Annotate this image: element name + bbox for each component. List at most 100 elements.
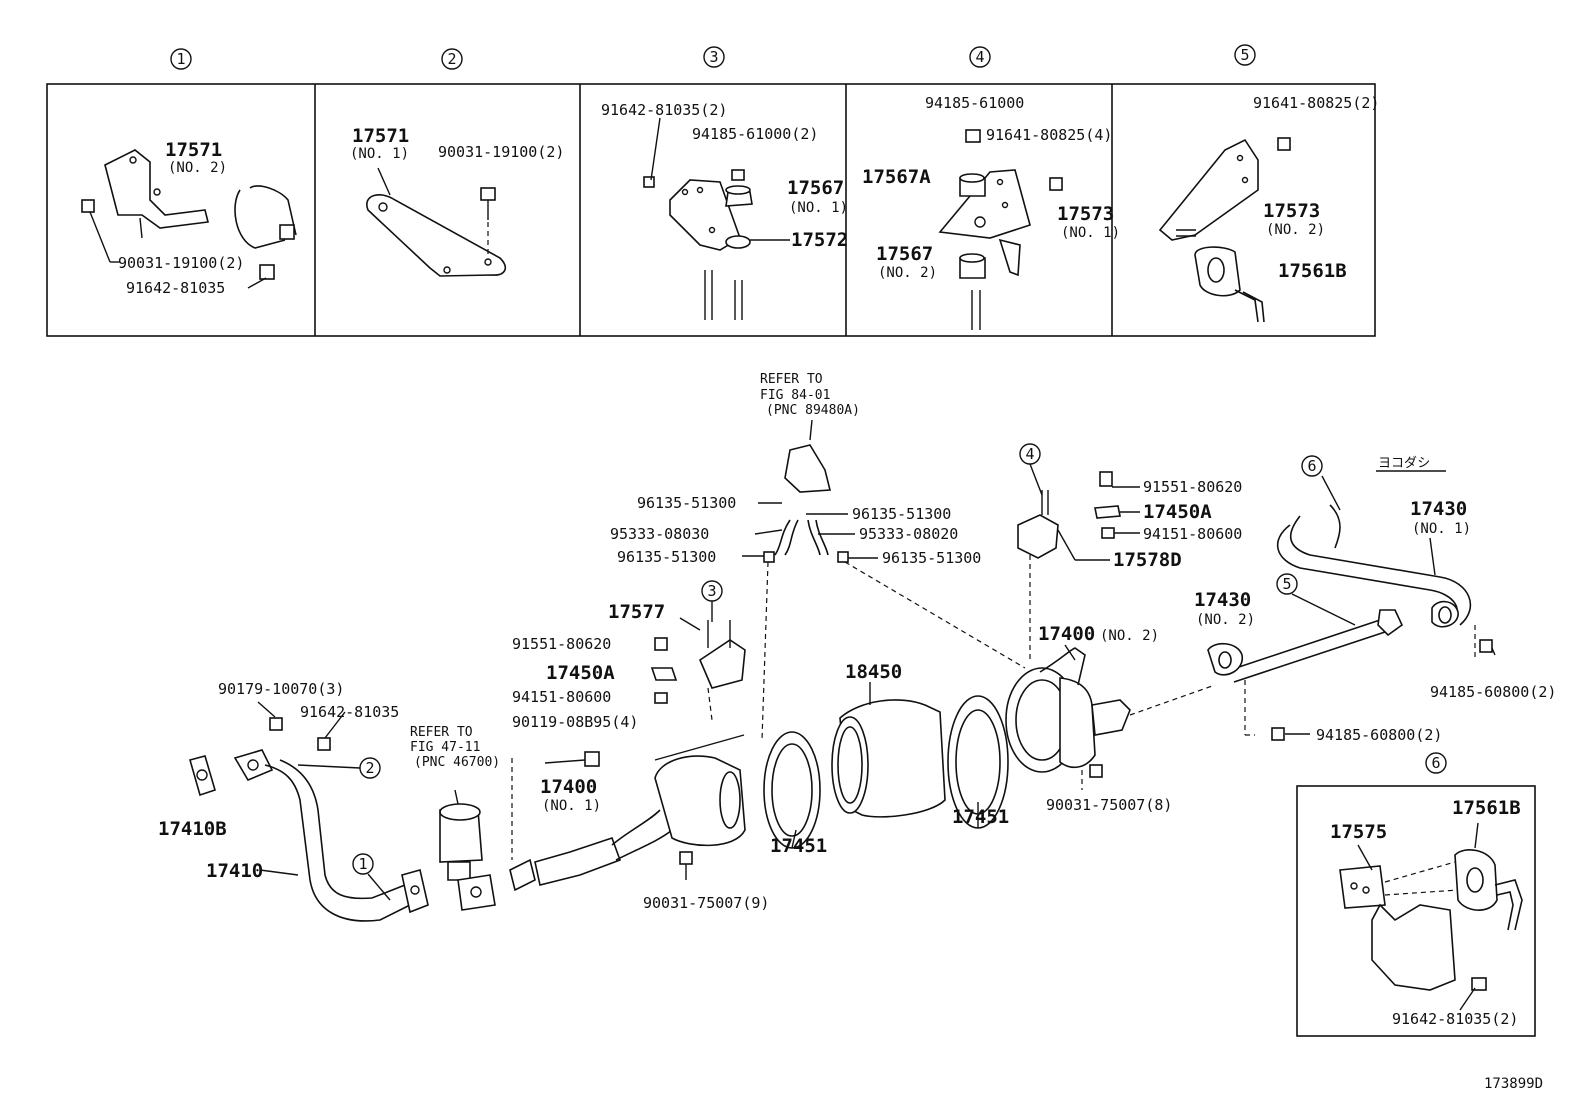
- label-17410b: 17410B: [158, 818, 227, 840]
- label-17450a-left: 17450A: [546, 662, 615, 684]
- label-17451-left: 17451: [770, 835, 827, 857]
- clip-label-3: 96135-51300: [617, 548, 716, 566]
- detail-4-bracket-sub: (NO. 1): [1061, 225, 1120, 241]
- detail-callout-3: 3: [703, 46, 725, 68]
- label-17578d: 17578D: [1113, 549, 1182, 571]
- label-17430-no2-sub: (NO. 2): [1196, 612, 1255, 628]
- nut-94185-label-2: 94185-60800(2): [1316, 726, 1442, 744]
- hose-label-1: 95333-08030: [610, 525, 709, 543]
- refer-fig-47-line1: REFER TO: [410, 725, 473, 740]
- muffler-18450: [831, 682, 946, 818]
- nut-label-a: 94151-80600: [512, 688, 611, 706]
- detail-2-bracket-label: 17571: [352, 125, 409, 147]
- sensor-hose-assembly: [761, 419, 1026, 741]
- detail-4-illustration: [938, 129, 1063, 330]
- label-18450: 18450: [845, 661, 902, 683]
- refer-fig-84-line2: FIG 84-01: [760, 388, 830, 403]
- callout-6-number: 6: [1307, 457, 1316, 475]
- figure-id: 173899D: [1484, 1076, 1543, 1092]
- detail-6-bracket-label: 17575: [1330, 821, 1387, 843]
- converter-17400-no2: [1005, 644, 1216, 790]
- detail-6-illustration: [1339, 822, 1523, 1011]
- detail-panels: [46, 83, 1376, 337]
- detail-number-5: 5: [1240, 46, 1249, 64]
- detail-1-bracket-sub: (NO. 2): [168, 160, 227, 176]
- label-17400-no1-sub: (NO. 1): [542, 798, 601, 814]
- callout-3-number: 3: [707, 582, 716, 600]
- detail-callout-2: 2: [441, 48, 463, 70]
- label-17400-no2-sub: (NO. 2): [1100, 628, 1159, 644]
- clip-label-1: 96135-51300: [637, 494, 736, 512]
- clip-label-4: 96135-51300: [882, 549, 981, 567]
- detail-1-bolt-label: 90031-19100(2): [118, 254, 244, 272]
- detail-number-3: 3: [709, 48, 718, 66]
- nut-label-b: 94151-80600: [1143, 525, 1242, 543]
- stud-label: 90179-10070(3): [218, 680, 344, 698]
- detail-6-frame: [1296, 785, 1536, 1037]
- callout-5-number: 5: [1282, 575, 1291, 593]
- detail-callout-5: 5: [1234, 44, 1256, 66]
- callout-4-number: 4: [1025, 445, 1034, 463]
- bolt-label-a: 91551-80620: [512, 635, 611, 653]
- detail-callout-4: 4: [969, 46, 991, 68]
- detail-3-nut1-label: 91642-81035(2): [601, 101, 727, 119]
- clip-label-2: 96135-51300: [852, 505, 951, 523]
- detail-2-illustration: [366, 167, 507, 277]
- detail-4-bracket-label: 17573: [1057, 203, 1114, 225]
- detail-3-illustration: [643, 117, 790, 320]
- detail-3-cushion-label: 17567: [787, 177, 844, 199]
- bolt-label-b: 91551-80620: [1143, 478, 1242, 496]
- detail-number-1: 1: [176, 50, 185, 68]
- detail-6-support-label: 17561B: [1452, 797, 1521, 819]
- detail-1-nut-label: 91642-81035: [126, 279, 225, 297]
- bolt-90119-label: 90119-08B95(4): [512, 713, 638, 731]
- sensor-46700-illustration: [439, 789, 496, 911]
- callout-6-main: [1301, 455, 1323, 477]
- nut-8-label: 90031-75007(8): [1046, 796, 1172, 814]
- detail-4-nut-label: 94185-61000: [925, 94, 1024, 112]
- callout-5-main: [1276, 573, 1298, 595]
- detail-5-support-label: 17561B: [1278, 260, 1347, 282]
- label-17430-no1: 17430: [1410, 498, 1467, 520]
- callout-2-number: 2: [365, 759, 374, 777]
- label-17430-no1-sub: (NO. 1): [1412, 521, 1471, 537]
- refer-fig-84-line1: REFER TO: [760, 372, 823, 387]
- detail-4-cushion2-sub: (NO. 2): [878, 265, 937, 281]
- label-17450a-right: 17450A: [1143, 501, 1212, 523]
- detail-5-bolt-label: 91641-80825(2): [1253, 94, 1379, 112]
- label-17400-no2: 17400: [1038, 623, 1095, 645]
- nut-91642-label: 91642-81035: [300, 703, 399, 721]
- detail-1-bracket-label: 17571: [165, 139, 222, 161]
- detail-4-cushion2-label: 17567: [876, 243, 933, 265]
- detail-2-bracket-sub: (NO. 1): [350, 146, 409, 162]
- detail-callout-1: 1: [170, 48, 192, 70]
- label-17451-right: 17451: [952, 806, 1009, 828]
- label-17577: 17577: [608, 601, 665, 623]
- front-pipe-17410: [189, 701, 429, 922]
- nut-9-label: 90031-75007(9): [643, 894, 769, 912]
- bracket-17577-illustration: [650, 580, 746, 721]
- detail-number-6: 6: [1431, 754, 1440, 772]
- detail-4-cushion-a-label: 17567A: [862, 166, 931, 188]
- detail-3-cushion-sub: (NO. 1): [789, 200, 848, 216]
- hanger-17578d: [1017, 443, 1140, 660]
- label-17430-no2: 17430: [1194, 589, 1251, 611]
- gasket-17451-left: [763, 731, 821, 849]
- hose-label-2: 95333-08020: [859, 525, 958, 543]
- callout-1-number: 1: [358, 855, 367, 873]
- yokodashi-label: ヨコダシ: [1378, 456, 1430, 471]
- detail-1-illustration: [81, 149, 297, 289]
- detail-number-4: 4: [975, 48, 984, 66]
- detail-3-nut2-label: 94185-61000(2): [692, 125, 818, 143]
- detail-4-bolt-label: 91641-80825(4): [986, 126, 1112, 144]
- refer-fig-47-line2: FIG 47-11: [410, 740, 480, 755]
- label-17400-no1: 17400: [540, 776, 597, 798]
- label-17410: 17410: [206, 860, 263, 882]
- detail-6-nut-label: 91642-81035(2): [1392, 1010, 1518, 1028]
- nut-94185-label-1: 94185-60800(2): [1430, 683, 1556, 701]
- refer-fig-84-line3: (PNC 89480A): [766, 403, 860, 418]
- detail-panel-frame: [46, 83, 1376, 337]
- callout-1-main: [352, 853, 374, 875]
- detail-number-2: 2: [447, 50, 456, 68]
